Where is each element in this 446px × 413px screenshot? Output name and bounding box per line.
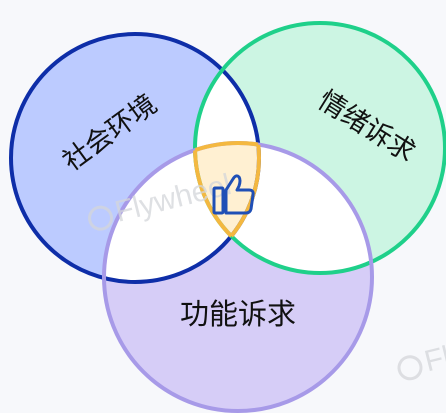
watermark-corner: Fly — [397, 337, 446, 381]
label-functional-appeal: 功能诉求 — [180, 297, 296, 331]
svg-text:Fly: Fly — [421, 337, 446, 379]
thumbs-up-icon — [212, 174, 255, 215]
